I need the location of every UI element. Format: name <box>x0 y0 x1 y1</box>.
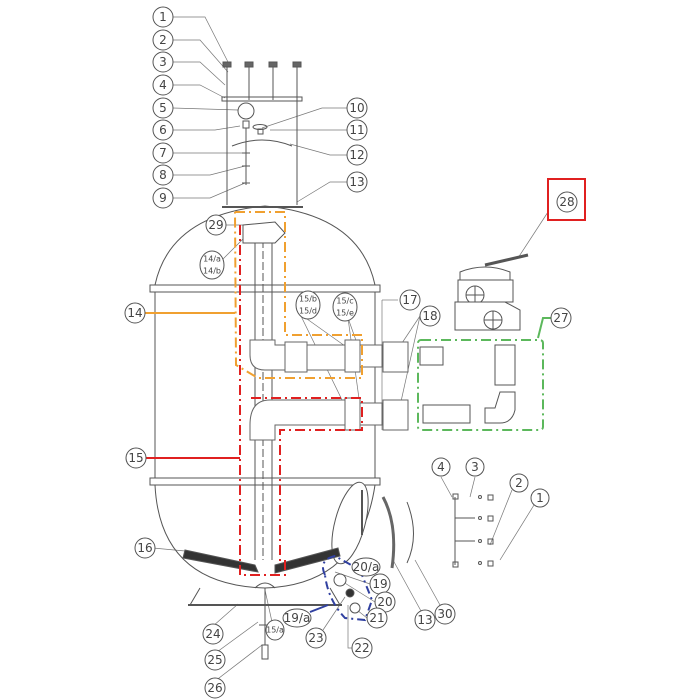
callout-7: 7 <box>152 142 174 164</box>
svg-text:25: 25 <box>207 653 222 667</box>
group-14-outline <box>145 211 363 379</box>
callout-19: 19 <box>369 573 391 595</box>
svg-text:14/a: 14/a <box>203 255 221 264</box>
callout-13: 13 <box>346 171 368 193</box>
svg-text:9: 9 <box>159 191 167 205</box>
svg-text:29: 29 <box>208 218 223 232</box>
callout-17: 17 <box>399 289 421 311</box>
svg-text:1: 1 <box>159 10 167 24</box>
callout-8: 8 <box>152 164 174 186</box>
callout-15bd: 15/b 15/d <box>295 290 321 320</box>
callout-21: 21 <box>366 607 388 629</box>
callout-right-4: 4 <box>431 457 451 477</box>
callouts: 1 2 3 4 5 6 7 8 9 10 11 12 13 29 14/a14/… <box>124 6 578 699</box>
svg-text:5: 5 <box>159 101 167 115</box>
callout-right-2: 2 <box>509 473 529 493</box>
pipe-kit <box>419 344 516 424</box>
svg-text:8: 8 <box>159 168 167 182</box>
svg-text:22: 22 <box>354 641 369 655</box>
callout-18: 18 <box>419 305 441 327</box>
callout-5: 5 <box>152 97 174 119</box>
callout-30: 30 <box>434 603 456 625</box>
callout-6: 6 <box>152 119 174 141</box>
callout-20: 20 <box>374 591 396 613</box>
svg-text:30: 30 <box>437 607 452 621</box>
leader-lines <box>152 16 549 689</box>
svg-text:12: 12 <box>349 148 364 162</box>
svg-text:23: 23 <box>308 631 323 645</box>
callout-9: 9 <box>152 187 174 209</box>
callout-16: 16 <box>134 537 156 559</box>
svg-text:27: 27 <box>553 311 568 325</box>
svg-text:10: 10 <box>349 101 364 115</box>
svg-text:15/b: 15/b <box>299 295 317 304</box>
svg-text:3: 3 <box>159 55 167 69</box>
svg-text:16: 16 <box>137 541 152 555</box>
callout-26: 26 <box>204 677 226 699</box>
svg-text:6: 6 <box>159 123 167 137</box>
svg-text:24: 24 <box>205 627 220 641</box>
callout-3: 3 <box>152 51 174 73</box>
svg-text:2: 2 <box>159 33 167 47</box>
group-15-outline <box>146 225 363 576</box>
callout-14ab: 14/a 14/b <box>199 250 225 280</box>
svg-text:7: 7 <box>159 146 167 160</box>
highlight-28-box <box>547 178 586 221</box>
filter-tank <box>149 205 414 660</box>
callout-22: 22 <box>351 637 373 659</box>
callout-1: 1 <box>152 6 174 28</box>
callout-29: 29 <box>205 214 227 236</box>
callout-11: 11 <box>346 119 368 141</box>
callout-14: 14 <box>124 302 146 324</box>
callout-28: 28 <box>556 191 578 213</box>
svg-text:15/a: 15/a <box>266 626 284 635</box>
svg-text:20/a: 20/a <box>353 560 380 574</box>
svg-text:21: 21 <box>369 611 384 625</box>
svg-text:14: 14 <box>127 306 142 320</box>
callout-23: 23 <box>305 627 327 649</box>
svg-text:28: 28 <box>559 195 574 209</box>
svg-text:14/b: 14/b <box>203 267 221 276</box>
callout-right-1: 1 <box>530 488 550 508</box>
callout-right-3: 3 <box>465 457 485 477</box>
svg-text:4: 4 <box>159 78 167 92</box>
callout-20a: 20/a <box>351 557 381 577</box>
svg-text:19: 19 <box>372 577 387 591</box>
svg-text:1: 1 <box>536 491 544 505</box>
svg-text:26: 26 <box>207 681 222 695</box>
group-19a-outline <box>309 554 374 622</box>
group-27-leader <box>537 317 551 339</box>
svg-text:17: 17 <box>402 293 417 307</box>
callout-19a: 19/a <box>282 608 312 628</box>
callout-15ce: 15/c 15/e <box>332 292 358 322</box>
svg-text:2: 2 <box>515 476 523 490</box>
callout-10: 10 <box>346 97 368 119</box>
svg-text:18: 18 <box>422 309 437 323</box>
svg-text:20: 20 <box>377 595 392 609</box>
callout-4: 4 <box>152 74 174 96</box>
callout-25: 25 <box>204 649 226 671</box>
svg-text:3: 3 <box>471 460 479 474</box>
svg-text:19/a: 19/a <box>284 611 311 625</box>
callout-15a: 15/a <box>265 619 285 641</box>
lid-hardware <box>221 61 303 208</box>
multiport-valve <box>454 253 529 331</box>
svg-text:15: 15 <box>128 451 143 465</box>
callout-27: 27 <box>550 307 572 329</box>
svg-text:11: 11 <box>349 123 364 137</box>
manhole-bolts <box>452 493 494 568</box>
callout-2: 2 <box>152 29 174 51</box>
svg-text:15/d: 15/d <box>299 307 317 316</box>
callout-12: 12 <box>346 144 368 166</box>
svg-text:13: 13 <box>417 613 432 627</box>
svg-text:4: 4 <box>437 460 445 474</box>
svg-text:15/c: 15/c <box>336 297 353 306</box>
svg-text:13: 13 <box>349 175 364 189</box>
group-27-outline <box>417 339 544 431</box>
callout-24: 24 <box>202 623 224 645</box>
svg-text:15/e: 15/e <box>336 309 354 318</box>
callout-15: 15 <box>125 447 147 469</box>
callout-13-lower: 13 <box>414 609 436 631</box>
